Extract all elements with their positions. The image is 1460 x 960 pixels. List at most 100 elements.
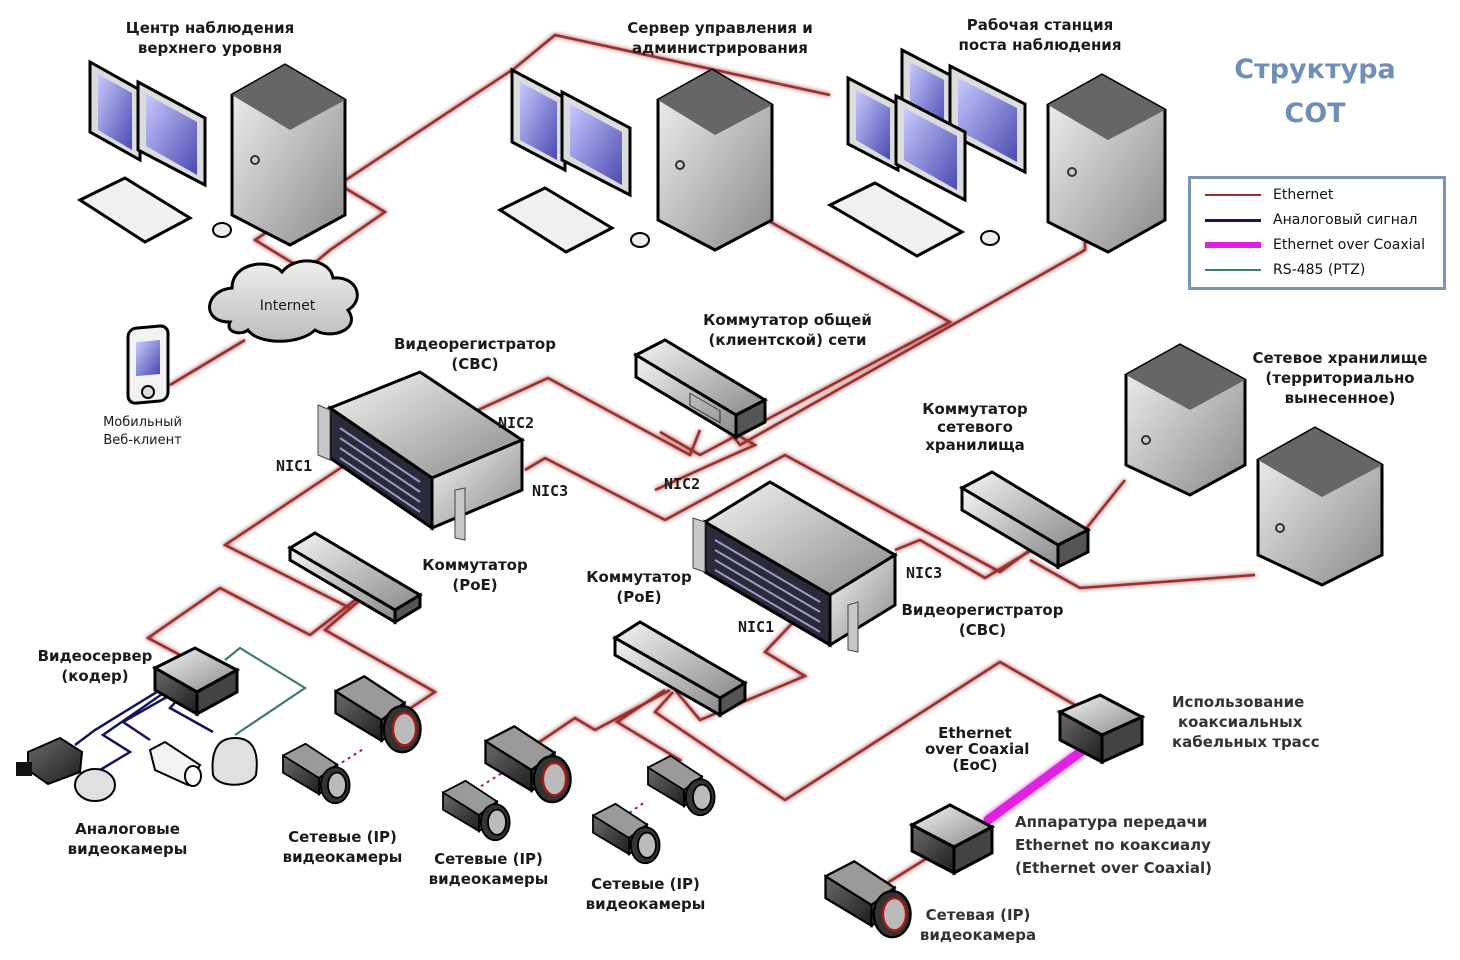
label-ip-cameras-3: Сетевые (IP) видеокамеры xyxy=(583,874,708,914)
monitor-icon xyxy=(846,75,900,173)
link-nvr1-nic3-to-storage xyxy=(524,453,1031,574)
label-line: (PoE) xyxy=(452,576,498,594)
ip-camera-icon xyxy=(281,742,351,805)
label-ip-cameras-1: Сетевые (IP) видеокамеры xyxy=(280,827,405,867)
label-line: Аналоговые xyxy=(75,820,180,838)
mobile-device-icon xyxy=(126,324,170,405)
label-line: Ethernet по коаксиалу xyxy=(1015,836,1211,854)
legend-item-ethernet: Ethernet xyxy=(1205,183,1333,207)
analog-links xyxy=(74,688,214,772)
ip-camera-icon xyxy=(334,674,422,754)
label-line: кабельных трасс xyxy=(1172,733,1320,751)
monitoring-workstation xyxy=(826,47,1167,258)
label-line: Сетевые (IP) xyxy=(591,875,700,893)
ip-camera-icon xyxy=(484,724,572,804)
label-line: (кодер) xyxy=(61,667,129,685)
client-switch-icon xyxy=(632,338,769,440)
label-storage-switch: Коммутатор сетевого хранилища xyxy=(920,400,1030,454)
link-mgmt-to-client-switch xyxy=(659,203,953,457)
legend-item-eoc: Ethernet over Coaxial xyxy=(1205,233,1425,257)
link-mobile-to-internet xyxy=(169,338,246,387)
poe-switch-1-icon xyxy=(287,531,423,625)
label-line: (EoC) xyxy=(952,756,998,774)
server-tower-icon xyxy=(230,63,347,247)
label-line: Коммутатор общей xyxy=(703,311,872,329)
label-line: администрирования xyxy=(632,39,808,57)
keyboard-icon xyxy=(76,176,194,244)
label-line: (территориально xyxy=(1265,369,1415,387)
server-tower-icon xyxy=(1046,73,1167,254)
label-coax-usage: Использование коаксиальных кабельных тра… xyxy=(1172,692,1320,752)
diagram-title-line1: Структура xyxy=(1234,54,1396,85)
eoc-receiver-icon xyxy=(1056,693,1146,765)
label-nvr-2-nic2: NIC2 xyxy=(664,475,701,493)
label-nvr-1-nic2: NIC2 xyxy=(498,414,535,432)
monitor-icon xyxy=(560,89,632,198)
legend-item-analog: Аналоговый сигнал xyxy=(1205,208,1417,232)
ip-camera-icon xyxy=(441,779,511,842)
label-line: видеокамеры xyxy=(282,848,403,866)
legend-label: Аналоговый сигнал xyxy=(1273,212,1418,228)
nvr-2-icon xyxy=(692,480,898,653)
link-internet-to-mgmt xyxy=(252,33,831,297)
link-poe2-to-ipcam2 xyxy=(534,688,671,747)
mouse-icon xyxy=(630,232,650,248)
nvr-1-icon xyxy=(317,370,526,541)
label-poe-switch-1: Коммутатор (PoE) xyxy=(420,555,530,595)
monitor-icon xyxy=(948,63,1027,175)
monitor-icon xyxy=(894,93,967,203)
keyboard-icon xyxy=(826,181,966,258)
label-line: (Ethernet over Coaxial) xyxy=(1015,859,1213,877)
label-line: Ethernet xyxy=(938,724,1012,742)
label-upper-center: Центр наблюдения верхнего уровня xyxy=(110,18,310,58)
link-storage-switch-to-nas2 xyxy=(1029,558,1256,590)
label-line: хранилища xyxy=(925,436,1025,454)
legend: Ethernet Аналоговый сигнал Ethernet over… xyxy=(1188,176,1446,290)
ip-camera-icon xyxy=(646,754,716,817)
label-nvr-1-nic1: NIC1 xyxy=(276,457,313,475)
video-encoder-icon xyxy=(151,646,241,717)
monitor-icon xyxy=(136,79,207,188)
server-tower-icon xyxy=(656,68,774,252)
label-internet: Internet xyxy=(259,298,316,314)
label-line: видеокамеры xyxy=(585,895,706,913)
link-poe1-to-encoder xyxy=(145,586,356,657)
label-line: Веб-клиент xyxy=(103,433,182,448)
keyboard-icon xyxy=(496,186,616,254)
label-line: видеокамера xyxy=(919,926,1037,944)
rs485-link xyxy=(224,646,308,736)
label-line: Коммутатор xyxy=(586,568,692,586)
poe-switch-2-icon xyxy=(612,620,748,718)
ip-cameras xyxy=(281,674,912,939)
nas-server-2-icon xyxy=(1256,426,1384,587)
mouse-icon xyxy=(980,230,1000,246)
label-line: видеокамеры xyxy=(428,870,549,888)
label-line: over Coaxial xyxy=(925,740,1030,758)
label-mobile-client: Мобильный Веб-клиент xyxy=(95,414,190,450)
label-line: (СВС) xyxy=(451,355,499,373)
monitor-icon xyxy=(88,59,142,163)
label-encoder: Видеосервер (кодер) xyxy=(30,646,160,686)
link-poe1-to-ipcam1 xyxy=(322,599,438,717)
link-nvr2-nic1-to-poe2 xyxy=(674,614,808,722)
label-poe-switch-2: Коммутатор (PoE) xyxy=(584,567,694,607)
nas-server-1-icon xyxy=(1124,343,1247,497)
label-line: Коммутатор xyxy=(422,556,528,574)
analog-dome-camera-icon xyxy=(74,768,116,802)
label-line: Аппаратура передачи xyxy=(1015,813,1208,831)
label-line: (СВС) xyxy=(958,621,1007,639)
eoc-coax-link xyxy=(983,740,1095,825)
analog-box-camera-icon xyxy=(16,736,84,786)
internet-cloud-icon xyxy=(208,259,359,343)
legend-swatch-eoc xyxy=(1205,242,1261,248)
link-nvr1-nic2-to-client-switch xyxy=(477,376,702,457)
monitor-icon xyxy=(510,67,567,173)
label-nvr-2-nic1: NIC1 xyxy=(738,618,775,636)
management-server xyxy=(496,67,774,254)
label-line: Сетевые (IP) xyxy=(434,850,543,868)
link-nvr2-nic3-to-storage-switch xyxy=(894,538,1036,580)
label-nvr-1-nic3: NIC3 xyxy=(532,482,569,500)
label-nvr-2: Видеорегистратор (СВС) xyxy=(900,600,1065,640)
legend-label: Ethernet over Coaxial xyxy=(1273,237,1425,253)
